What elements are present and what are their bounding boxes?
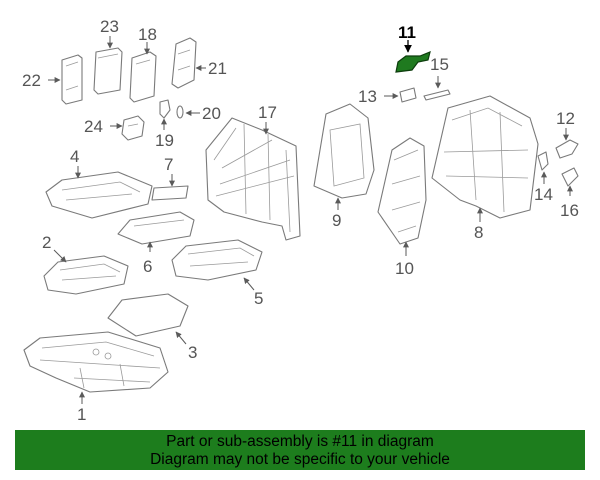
part-13-cover[interactable]	[399, 87, 417, 103]
callout-12: 12	[556, 109, 575, 128]
callout-19: 19	[155, 131, 174, 150]
callout-15: 15	[430, 55, 449, 74]
part-4-seat-frame[interactable]	[45, 171, 153, 219]
callout-21: 21	[208, 59, 227, 78]
banner-line-2: Diagram may not be specific to your vehi…	[150, 451, 450, 468]
callout-9: 9	[332, 211, 341, 230]
callout-14: 14	[534, 185, 553, 204]
callout-20: 20	[202, 104, 221, 123]
part-10-side-panel[interactable]	[377, 137, 427, 245]
callout-8: 8	[474, 223, 483, 242]
leader-5	[243, 277, 255, 291]
part-12-hinge[interactable]	[555, 139, 579, 159]
callout-18: 18	[138, 25, 157, 44]
part-2-seat-cushion[interactable]	[43, 255, 129, 295]
part-5-seat-pad[interactable]	[171, 239, 263, 281]
part-22-panel[interactable]	[61, 54, 83, 105]
part-11-highlighted-bracket[interactable]	[395, 51, 431, 73]
part-info-banner: Part or sub-assembly is #11 in diagram D…	[15, 430, 585, 470]
part-1-seat-base-frame[interactable]	[23, 331, 169, 393]
callout-1: 1	[77, 405, 86, 424]
callout-11: 11	[398, 23, 416, 42]
callout-6: 6	[143, 257, 152, 276]
part-23-trim[interactable]	[93, 47, 123, 95]
callout-2: 2	[42, 233, 51, 252]
part-21-bracket[interactable]	[171, 37, 197, 89]
leader-3	[175, 331, 187, 345]
part-8-rear-panel[interactable]	[431, 95, 539, 219]
callout-7: 7	[164, 155, 173, 174]
part-24-latch[interactable]	[121, 115, 145, 141]
part-14-clip[interactable]	[537, 151, 549, 171]
seat-parts-exploded-diagram: 22 23 18 21 19 20	[22, 17, 579, 424]
callout-22: 22	[22, 71, 41, 90]
callout-4: 4	[70, 147, 79, 166]
part-9-seatback-cushion[interactable]	[313, 103, 375, 199]
callout-13: 13	[358, 87, 377, 106]
part-17-seatback-frame[interactable]	[205, 117, 301, 241]
callout-23: 23	[100, 17, 119, 36]
leader-2	[53, 249, 67, 263]
part-7-pad[interactable]	[151, 185, 189, 201]
part-6-cushion[interactable]	[117, 211, 195, 245]
part-18-cover[interactable]	[129, 51, 157, 103]
callout-10: 10	[395, 259, 414, 278]
part-16-bracket[interactable]	[561, 167, 579, 187]
part-20-clip[interactable]	[176, 105, 184, 119]
callout-16: 16	[560, 201, 579, 220]
callout-3: 3	[188, 343, 197, 362]
part-3-foam[interactable]	[107, 293, 189, 337]
banner-line-1: Part or sub-assembly is #11 in diagram	[166, 433, 434, 450]
callout-24: 24	[84, 117, 103, 136]
callout-5: 5	[254, 289, 263, 308]
part-19-clip[interactable]	[159, 99, 171, 119]
callout-17: 17	[258, 103, 277, 122]
part-15-strip[interactable]	[423, 89, 451, 101]
